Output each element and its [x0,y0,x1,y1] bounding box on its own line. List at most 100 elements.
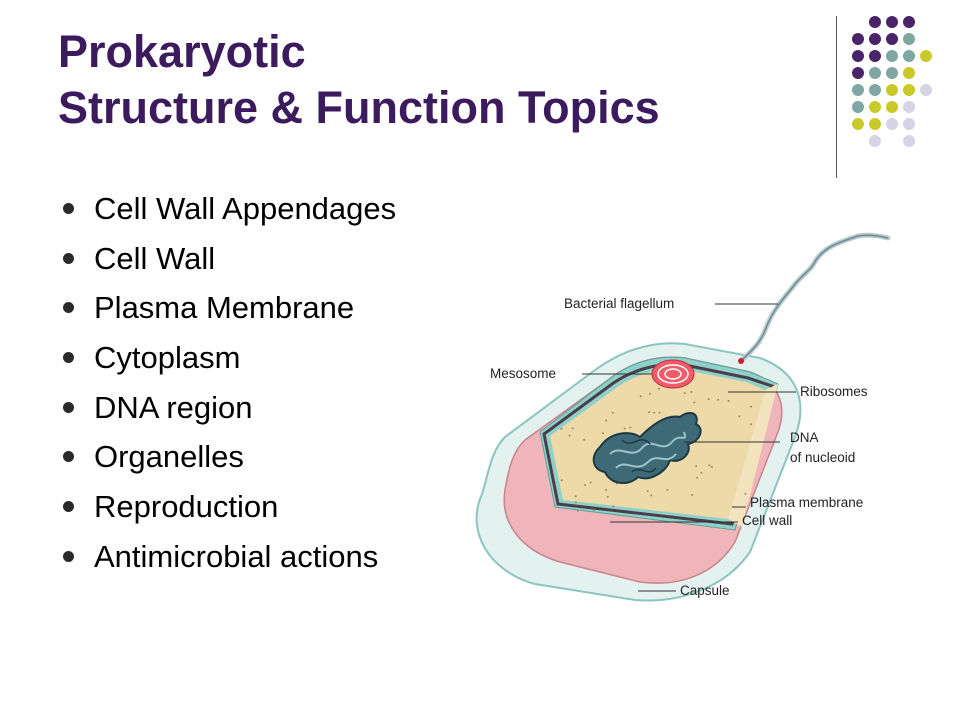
topic-item: Reproduction [62,482,396,532]
decorative-dot [852,50,864,62]
decorative-dot [903,101,915,113]
ribosome-dot [605,420,607,422]
decorative-divider [836,16,837,178]
label-cell-wall: Cell wall [742,513,792,528]
ribosome-dot [605,489,607,491]
topic-item: Antimicrobial actions [62,532,396,582]
topic-item: Cytoplasm [62,333,396,383]
topic-label: Organelles [94,439,244,474]
decorative-dot [903,67,915,79]
ribosome-dot [577,510,579,512]
decorative-dot [852,118,864,130]
decorative-dot [903,16,915,28]
label-bacterial-flagellum: Bacterial flagellum [564,296,674,311]
ribosome-dot [640,395,642,397]
bullet-icon [63,451,74,462]
ribosome-dot [728,400,730,402]
decorative-dot [869,135,881,147]
ribosome-dot [709,464,711,466]
bullet-icon [63,402,74,413]
decorative-dot [903,33,915,45]
bullet-icon [63,302,74,313]
ribosome-dot [744,493,746,495]
ribosome-dot [711,466,713,468]
ribosome-dot [572,427,574,429]
ribosome-dot [684,392,686,394]
ribosome-dot [658,388,660,390]
ribosome-dot [590,482,592,484]
decorative-dot [869,16,881,28]
topic-item: Plasma Membrane [62,283,396,333]
ribosome-dot [693,402,695,404]
topic-item: Cell Wall [62,234,396,284]
ribosome-dot [648,411,650,413]
ribosome-dot [666,489,668,491]
decorative-dot [886,67,898,79]
ribosome-dot [612,412,614,414]
decorative-dot [852,67,864,79]
decorative-dot [886,118,898,130]
prokaryotic-cell-diagram: Bacterial flagellum Mesosome Ribosomes D… [460,232,940,612]
ribosome-dot [750,423,752,425]
topic-list: Cell Wall Appendages Cell Wall Plasma Me… [62,184,396,582]
topic-label: Antimicrobial actions [94,539,378,574]
bullet-icon [63,253,74,264]
decorative-dot [920,50,932,62]
label-dna: DNA [790,430,819,445]
topic-label: Cell Wall [94,241,215,276]
ribosome-dot [649,393,651,395]
bullet-icon [63,551,74,562]
decorative-dot [886,84,898,96]
topic-item: Cell Wall Appendages [62,184,396,234]
decorative-dot [852,33,864,45]
topic-label: Plasma Membrane [94,290,354,325]
decorative-dot [903,84,915,96]
mesosome [652,360,694,388]
ribosome-dot [629,427,631,429]
ribosome-dot [691,391,693,393]
decorative-dot [869,33,881,45]
decorative-dot [886,50,898,62]
ribosome-dot [691,494,693,496]
ribosome-dot [659,412,661,414]
label-mesosome: Mesosome [490,366,556,381]
ribosome-dot [607,496,609,498]
ribosome-dot [650,494,652,496]
decorative-dot [852,101,864,113]
decorative-dot [903,50,915,62]
decorative-dot [869,84,881,96]
ribosome-dot [569,435,571,437]
topic-item: DNA region [62,383,396,433]
decorative-dot [886,33,898,45]
ribosome-dot [575,495,577,497]
topic-label: DNA region [94,390,253,425]
topic-label: Reproduction [94,489,278,524]
decorative-dot [903,135,915,147]
topic-label: Cytoplasm [94,340,240,375]
ribosome-dot [647,490,649,492]
decorative-dot [886,16,898,28]
label-ribosomes: Ribosomes [800,384,868,399]
decorative-dot [852,84,864,96]
label-plasma-membrane: Plasma membrane [750,495,863,510]
ribosome-dot [700,472,702,474]
ribosome-dot [717,399,719,401]
ribosome-dot [612,505,614,507]
decorative-dot [869,50,881,62]
bullet-icon [63,352,74,363]
ribosome-dot [738,415,740,417]
ribosome-dot [575,501,577,503]
decorative-dot [869,67,881,79]
decorative-dot [920,84,932,96]
ribosome-dot [695,465,697,467]
decorative-dot [869,118,881,130]
title-line-1: Prokaryotic [58,24,660,80]
bullet-icon [63,501,74,512]
ribosome-dot [560,428,562,430]
title-line-2: Structure & Function Topics [58,80,660,136]
bullet-icon [63,203,74,214]
flagellum-base [738,358,744,364]
ribosome-dot [708,398,710,400]
label-of-nucleoid: of nucleoid [790,450,855,465]
flagellum [742,235,888,360]
